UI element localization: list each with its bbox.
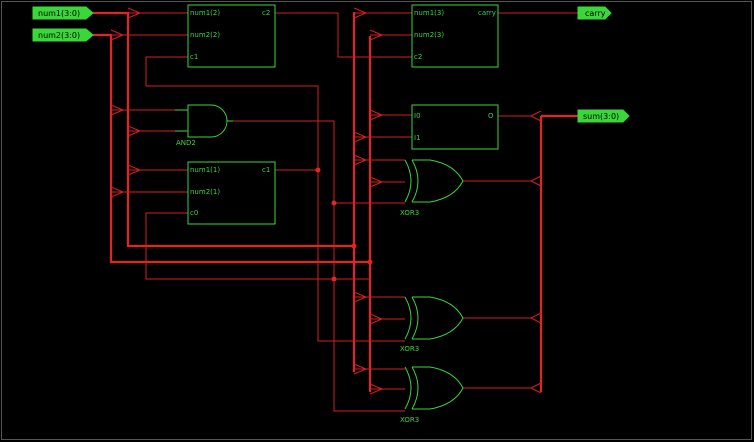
adder-mid[interactable]: num1(1) num2(1) c0 c1 (187, 161, 276, 225)
bus-block-pin-out: O (488, 112, 494, 120)
and2-label: AND2 (176, 139, 196, 147)
adder-mid-pin-c: c0 (190, 209, 198, 217)
adder-top-pin-a: num1(2) (190, 9, 220, 17)
adder-right-pin-b: num2(3) (414, 31, 444, 39)
bus-block-pin-a: I0 (414, 112, 421, 120)
port-carry-label: carry (585, 9, 606, 18)
adder-right[interactable]: num1(3) num2(3) c2 carry (411, 4, 499, 68)
port-num2-label: num2(3:0) (38, 31, 80, 40)
bus-num2[interactable] (93, 33, 370, 264)
adder-right-pin-c: c2 (414, 53, 422, 61)
xor3-gate-2[interactable]: XOR3 (400, 296, 464, 353)
wires (93, 11, 578, 412)
port-num1[interactable]: num1(3:0) (32, 6, 94, 20)
adder-top-pin-out: c2 (262, 9, 270, 17)
adder-top-pin-b: num2(2) (190, 31, 220, 39)
bus-block-pin-b: I1 (414, 134, 421, 142)
and2-gate[interactable]: AND2 (175, 104, 233, 147)
port-carry[interactable]: carry (577, 6, 612, 20)
bus-taps (110, 7, 542, 395)
adder-right-pin-out: carry (478, 9, 496, 17)
adder-mid-pin-out: c1 (262, 166, 270, 174)
adder-right-pin-a: num1(3) (414, 9, 444, 17)
xor3-2-label: XOR3 (400, 345, 419, 353)
bus-merge-block[interactable]: I0 I1 O (411, 104, 499, 150)
port-num1-label: num1(3:0) (38, 9, 80, 18)
xor3-gate-1[interactable]: XOR3 (400, 159, 464, 217)
adder-mid-pin-a: num1(1) (190, 166, 220, 174)
adder-mid-pin-b: num2(1) (190, 188, 220, 196)
adder-top-pin-c: c1 (190, 53, 198, 61)
port-sum-label: sum(3:0) (583, 112, 619, 121)
xor3-gate-3[interactable]: XOR3 (400, 366, 464, 424)
port-sum[interactable]: sum(3:0) (577, 109, 630, 123)
port-num2[interactable]: num2(3:0) (32, 28, 94, 42)
xor3-3-label: XOR3 (400, 416, 419, 424)
bus-num1[interactable] (93, 11, 354, 248)
junctions (315, 167, 373, 282)
adder-top[interactable]: num1(2) num2(2) c1 c2 (187, 4, 276, 68)
xor3-1-label: XOR3 (400, 209, 419, 217)
